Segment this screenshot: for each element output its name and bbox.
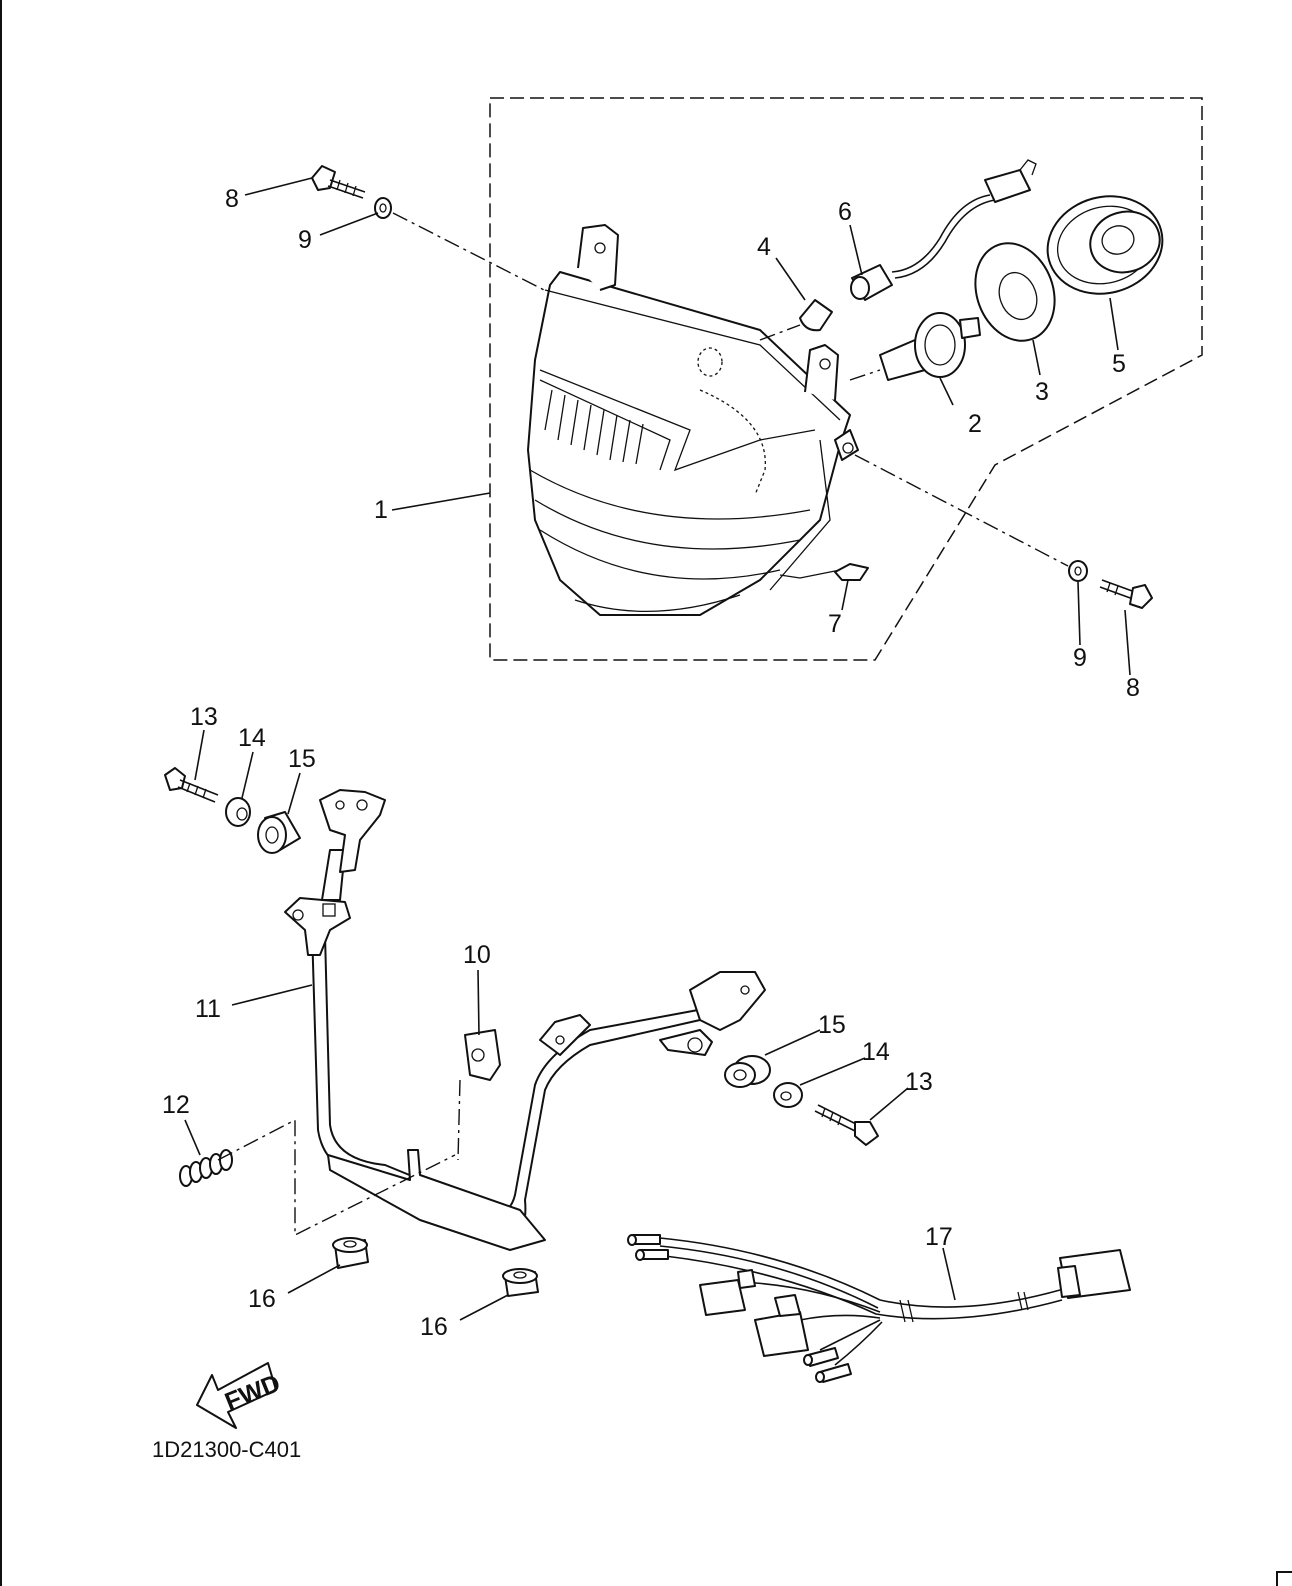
callout-6: 6 <box>838 198 852 226</box>
bolt-left-upper <box>164 767 219 803</box>
bolt-right-lower <box>814 1104 879 1146</box>
callout-1: 1 <box>374 496 388 524</box>
position-bulb <box>799 299 833 332</box>
leader-lines <box>184 177 1131 1321</box>
damper-left <box>257 811 301 854</box>
damper-right <box>724 1055 771 1088</box>
callout-9-right: 9 <box>1073 644 1087 672</box>
rubber-damper-right <box>502 1268 539 1297</box>
callout-4: 4 <box>757 233 771 261</box>
callout-16-right: 16 <box>420 1313 448 1341</box>
u-nut <box>464 1029 501 1081</box>
align-line-nut <box>457 1079 461 1161</box>
callout-11: 11 <box>195 995 221 1023</box>
callout-2: 2 <box>968 410 982 438</box>
clip <box>834 563 869 581</box>
callout-10: 10 <box>463 941 491 969</box>
callout-9-top: 9 <box>298 226 312 254</box>
align-line-bulb <box>759 324 801 341</box>
rubber-damper-left <box>332 1237 369 1269</box>
fwd-arrow-icon: FWD <box>196 1362 284 1429</box>
headlight-assembly-box <box>489 97 1203 661</box>
callout-14-left: 14 <box>238 724 266 752</box>
bulb-cover <box>1046 195 1164 295</box>
callout-8-right: 8 <box>1126 674 1140 702</box>
washer-right <box>1068 560 1088 582</box>
headlight-unit <box>527 224 859 616</box>
bolt-right <box>1099 579 1153 609</box>
spring <box>179 1149 233 1187</box>
callout-16-left: 16 <box>248 1285 276 1313</box>
collar-right <box>773 1082 803 1108</box>
align-line-right <box>854 454 1069 567</box>
align-line-spring <box>217 1118 456 1237</box>
callout-12: 12 <box>162 1091 190 1119</box>
page-corner-mark <box>1276 1571 1292 1586</box>
washer-top <box>374 197 392 219</box>
bolt-top <box>311 165 366 199</box>
wire-harness <box>627 1234 1131 1383</box>
callout-13-right: 13 <box>905 1068 933 1096</box>
bulb-seal <box>974 242 1056 342</box>
callout-7: 7 <box>828 610 842 638</box>
callout-14-right: 14 <box>862 1038 890 1066</box>
callout-labels: 1 2 3 4 5 6 7 8 8 9 9 10 11 12 13 13 14 … <box>162 185 1140 1341</box>
diagram-code: 1D21300-C401 <box>152 1437 301 1462</box>
callout-8-top: 8 <box>225 185 239 213</box>
align-line-top <box>392 212 549 293</box>
callout-5: 5 <box>1112 350 1126 378</box>
callout-13-left: 13 <box>190 703 218 731</box>
callout-3: 3 <box>1035 378 1049 406</box>
callout-15-left: 15 <box>288 745 316 773</box>
callout-15-right: 15 <box>818 1011 846 1039</box>
align-line-bulb2 <box>849 369 881 381</box>
callout-17: 17 <box>925 1223 953 1251</box>
collar-left <box>225 797 251 827</box>
headlight-bulb <box>879 312 981 381</box>
headlight-stay <box>284 789 766 1251</box>
